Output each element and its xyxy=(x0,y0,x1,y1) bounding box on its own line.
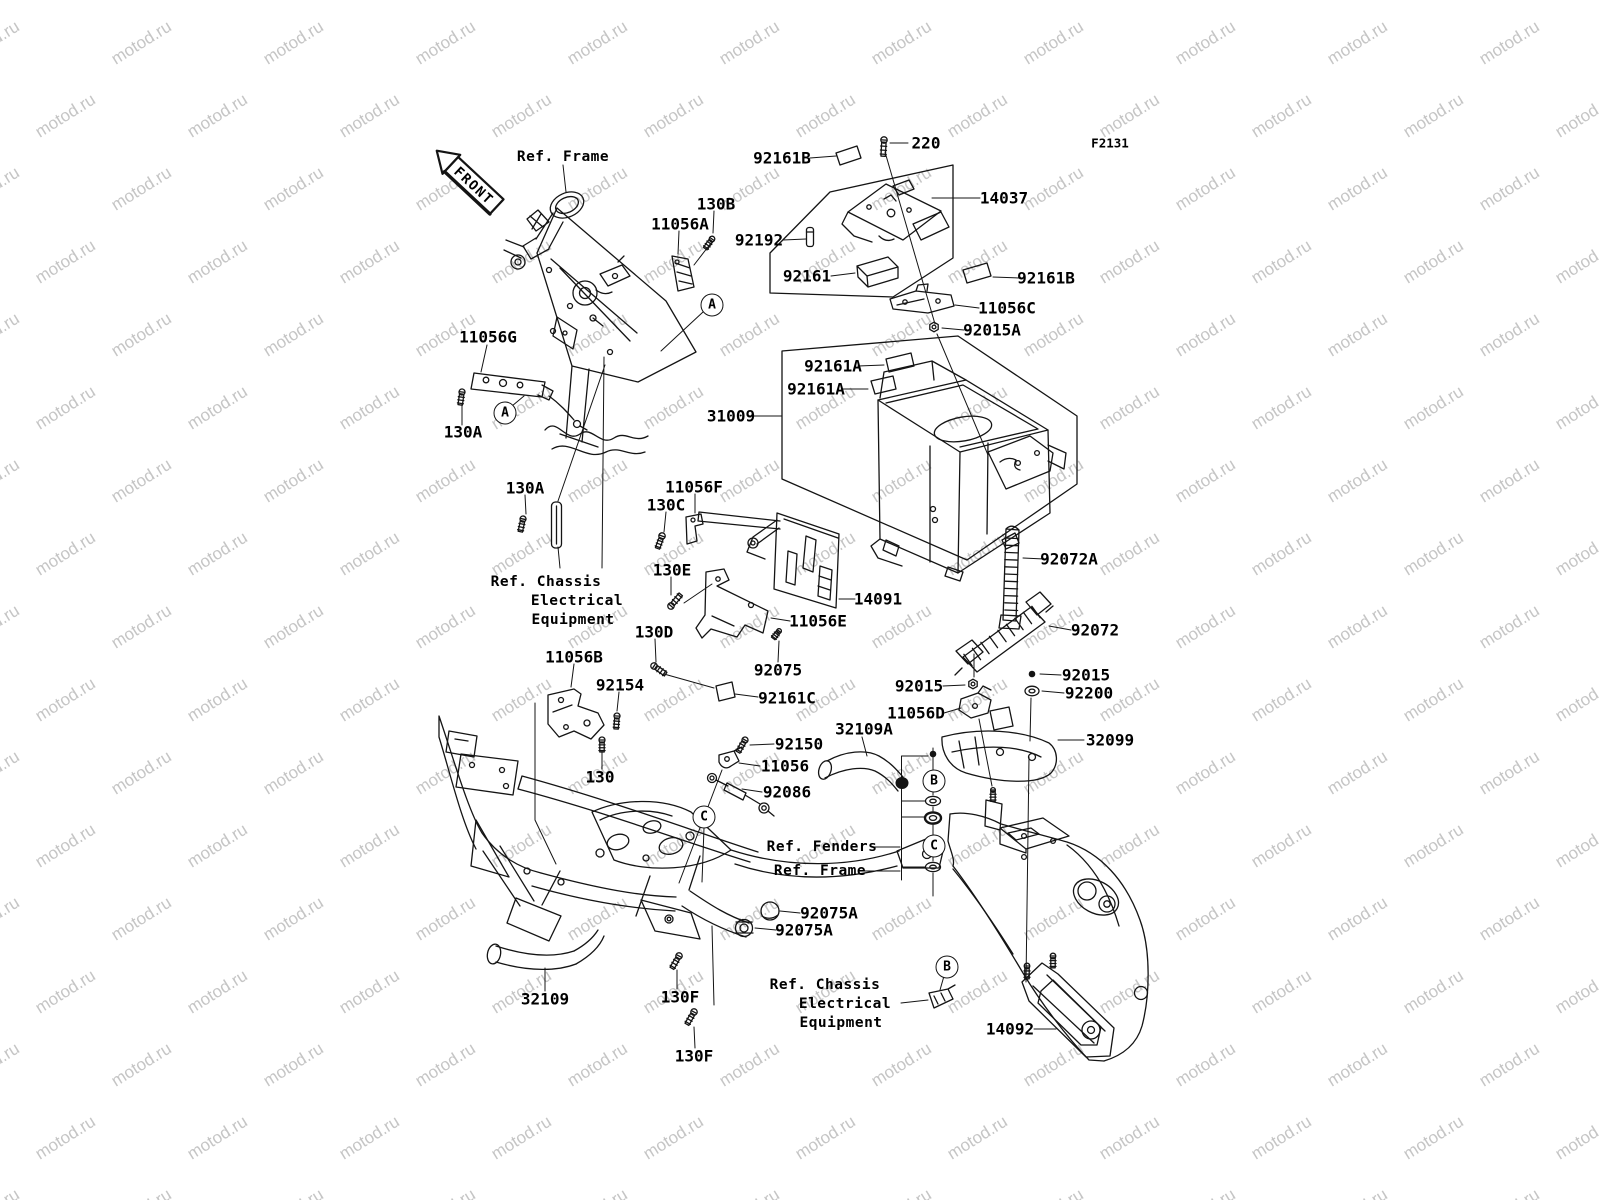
label-part-130d: 130D xyxy=(634,622,674,642)
label-ref-chassis-mid-1: Ref. Chassis xyxy=(490,574,602,590)
subframe-32109-drawing xyxy=(438,715,945,971)
callout-a: A xyxy=(493,401,517,425)
label-part-92075a-1: 92075A xyxy=(800,903,858,923)
label-part-130f-1: 130F xyxy=(660,987,700,1007)
callout-c: C xyxy=(692,805,716,829)
label-part-130c: 130C xyxy=(646,495,686,515)
bracket-11056d-drawing xyxy=(958,685,992,719)
label-part-130e: 130E xyxy=(652,560,692,580)
label-part-32109a: 32109A xyxy=(835,719,893,739)
label-part-92015-right: 92015 xyxy=(1061,665,1111,685)
label-part-11056f: 11056F xyxy=(665,477,723,497)
label-part-32099: 32099 xyxy=(1085,730,1135,750)
label-part-11056a: 11056A xyxy=(651,214,709,234)
label-ref-chassis-bot-1: Ref. Chassis xyxy=(769,977,881,993)
label-part-92161a-1: 92161A xyxy=(804,356,862,376)
label-ref-frame-top: Ref. Frame xyxy=(516,149,610,165)
label-part-92161a-2: 92161A xyxy=(787,379,845,399)
bracket-14091-drawing xyxy=(697,511,840,609)
clip-drawing xyxy=(928,984,956,1009)
label-part-92015-left: 92015 xyxy=(894,676,944,696)
label-ref-chassis-bot-2: Electrical xyxy=(798,996,892,1012)
page-code: F2131 xyxy=(1091,135,1129,151)
label-part-130a-1: 130A xyxy=(443,422,483,442)
label-part-92161b-1: 92161B xyxy=(753,148,811,168)
label-part-220: 220 xyxy=(911,133,941,153)
hardware-screws xyxy=(456,136,1057,1027)
label-part-92161b-2: 92161B xyxy=(1017,268,1075,288)
bracket-11056g-drawing xyxy=(470,372,588,431)
label-part-31009: 31009 xyxy=(706,406,756,426)
damper-strip-drawing xyxy=(550,501,563,549)
label-part-11056: 11056 xyxy=(760,756,810,776)
label-part-130: 130 xyxy=(585,767,615,787)
label-part-130f-2: 130F xyxy=(674,1046,714,1066)
label-part-92075a-2: 92075A xyxy=(775,920,833,940)
bracket-11056e-drawing xyxy=(695,568,769,639)
label-ref-fenders: Ref. Fenders xyxy=(766,839,878,855)
label-part-92086: 92086 xyxy=(762,782,812,802)
region-outlines xyxy=(769,164,1078,561)
label-part-92150: 92150 xyxy=(774,734,824,754)
strap-92072-drawing xyxy=(954,591,1054,676)
label-part-14091: 14091 xyxy=(853,589,903,609)
front-arrow: FRONT xyxy=(435,149,505,216)
callout-b: B xyxy=(922,769,946,793)
label-ref-chassis-bot-3: Equipment xyxy=(799,1015,883,1031)
label-part-14092: 14092 xyxy=(985,1019,1035,1039)
frame-head-drawing xyxy=(503,191,697,456)
damper-92072a-drawing xyxy=(998,525,1022,630)
label-part-130a-2: 130A xyxy=(505,478,545,498)
label-ref-chassis-mid-2: Electrical xyxy=(530,593,624,609)
callout-b: B xyxy=(935,955,959,979)
label-part-11056c: 11056C xyxy=(978,298,1036,318)
label-part-11056b: 11056B xyxy=(545,647,603,667)
mud-guard-32099-drawing xyxy=(941,706,1058,782)
label-part-92075: 92075 xyxy=(753,660,803,680)
label-part-92161: 92161 xyxy=(782,266,832,286)
label-part-92200: 92200 xyxy=(1064,683,1114,703)
label-part-11056d: 11056D xyxy=(887,703,945,723)
label-part-14037: 14037 xyxy=(979,188,1029,208)
label-part-130b: 130B xyxy=(696,194,736,214)
shim-pads-drawing xyxy=(715,145,992,702)
label-part-92072: 92072 xyxy=(1070,620,1120,640)
cable-92086-drawing xyxy=(706,772,775,817)
label-part-92015a: 92015A xyxy=(963,320,1021,340)
bracket-11056f-drawing xyxy=(685,513,704,545)
label-part-92154: 92154 xyxy=(595,675,645,695)
bracket-14037-drawing xyxy=(805,179,950,248)
callout-a: A xyxy=(700,293,724,317)
label-part-92161c: 92161C xyxy=(758,688,816,708)
leader-lines xyxy=(461,142,1085,1049)
label-part-11056e: 11056E xyxy=(789,611,847,631)
battery-case-31009-drawing xyxy=(870,360,1067,582)
callout-c: C xyxy=(922,834,946,858)
label-part-92072a: 92072A xyxy=(1040,549,1098,569)
label-ref-frame-bottom: Ref. Frame xyxy=(773,863,867,879)
cover-14092-drawing xyxy=(1021,962,1115,1058)
label-part-92192: 92192 xyxy=(734,230,784,250)
label-ref-chassis-mid-3: Equipment xyxy=(531,612,615,628)
label-part-32109: 32109 xyxy=(520,989,570,1009)
rear-fender-drawing xyxy=(947,799,1149,1062)
washer-stack-drawing xyxy=(734,670,1040,938)
bracket-11056b-drawing xyxy=(547,688,605,740)
bracket-11056a-drawing xyxy=(671,255,695,292)
bracket-11056c-drawing xyxy=(889,283,955,314)
grab-rail-32109a-drawing xyxy=(817,751,909,792)
label-part-11056g: 11056G xyxy=(459,327,517,347)
